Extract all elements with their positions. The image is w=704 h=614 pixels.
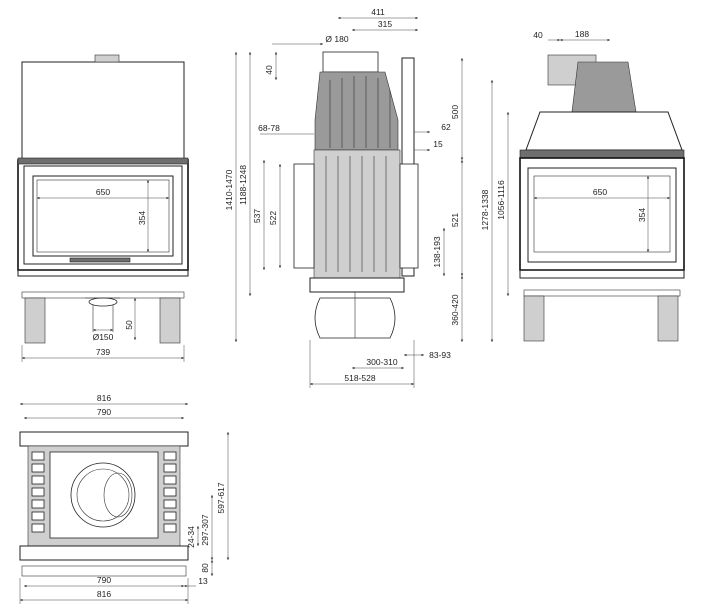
front-leg-right: [159, 297, 181, 344]
rear-glass-height-label: 354: [637, 208, 647, 222]
side-flue-offset-label: 315: [378, 19, 392, 29]
side-base-depth-label: 300-310: [366, 357, 397, 367]
plan-top-width-inner-label: 790: [97, 407, 111, 417]
side-lower-height-label: 521: [450, 213, 460, 227]
side-flue-collar: [322, 51, 379, 73]
side-overall-height-label: 1410-1470: [224, 169, 234, 210]
front-flue-diameter-label: Ø150: [93, 332, 114, 342]
plan-depth-label: 597-617: [216, 482, 226, 513]
plan-bottom-offset-label: 13: [198, 576, 208, 586]
side-hood-height-label: 500: [450, 105, 460, 119]
side-body-height-label: 537: [252, 209, 262, 223]
plan-offset-a-label: 297-307: [200, 514, 210, 545]
plan-frame-depth-label: 80: [200, 563, 210, 573]
side-top-depth-label: 411: [371, 7, 385, 17]
plan-view: 816 790 597-617 297-307 24-34 80 790 13 …: [19, 393, 230, 604]
plan-base-frame: [21, 565, 187, 577]
rear-overall-height-label: 1278-1338: [480, 189, 490, 230]
side-leg-height-label: 360-420: [450, 294, 460, 325]
rear-top-band: [519, 149, 685, 159]
front-glass-width-label: 650: [96, 187, 110, 197]
rear-hood: [525, 111, 683, 151]
front-leg-left: [24, 297, 46, 344]
rear-base-plate: [523, 289, 681, 297]
side-mid-height-label: 1188-1248: [238, 165, 248, 205]
front-glass-inner: [36, 179, 170, 253]
side-collar-height-label: 40: [264, 65, 274, 75]
front-hood: [21, 61, 185, 163]
side-hood-offset-label: 62: [441, 122, 451, 132]
side-overall-depth-label: 518-528: [344, 373, 375, 383]
plan-flue-outer: [70, 462, 136, 528]
rear-leg-left: [523, 295, 545, 342]
plan-bottom-width-inner-label: 790: [97, 575, 111, 585]
side-base-gap-label: 138-193: [432, 236, 442, 267]
side-door-height-label: 522: [268, 211, 278, 225]
front-top-band: [17, 157, 189, 165]
front-leg-offset-label: 50: [124, 320, 134, 330]
side-hood-fins: [329, 76, 391, 148]
rear-plinth: [519, 269, 685, 279]
plan-bottom-width-outer-label: 816: [97, 589, 111, 599]
side-rear-box: [399, 163, 419, 269]
rear-collar-width-label: 188: [575, 29, 589, 39]
front-overall-width-label: 739: [96, 347, 110, 357]
plan-bottom-band: [19, 545, 189, 561]
plan-top-width-outer-label: 816: [97, 393, 111, 403]
plan-side-fins: [31, 451, 177, 533]
side-body-ribs: [325, 156, 387, 272]
rear-leg-right: [657, 295, 679, 342]
plan-flue-inner: [76, 468, 130, 522]
rear-hood-top: [571, 61, 637, 113]
side-base-depth-small-label: 83-93: [429, 350, 451, 360]
front-glass: [32, 175, 174, 257]
side-view: 411 315 Ø 180 40 1410-1470 1188-1248 68-…: [224, 7, 464, 388]
front-door-frame: [23, 165, 183, 265]
rear-glass-width-label: 650: [593, 187, 607, 197]
side-hood-small-label: 15: [433, 139, 443, 149]
rear-body-height-label: 1056-1116: [496, 180, 506, 220]
side-door: [293, 163, 315, 269]
front-view: 650 354 739 Ø150 50: [17, 54, 189, 362]
front-base-plate: [21, 291, 185, 299]
plan-offset-b-label: 24-34: [186, 526, 196, 548]
side-inset-label: 68-78: [258, 123, 280, 133]
front-glass-height-label: 354: [137, 211, 147, 225]
rear-collar-offset-label: 40: [533, 30, 543, 40]
rear-door: [527, 167, 677, 263]
plan-top-band: [19, 431, 189, 447]
front-air-inlet: [88, 297, 118, 307]
front-handle: [69, 257, 131, 263]
front-plinth: [17, 269, 189, 277]
rear-body: [519, 157, 685, 271]
front-flue-collar: [94, 54, 120, 63]
side-collar-diameter-label: Ø 180: [325, 34, 348, 44]
side-body: [313, 149, 401, 279]
rear-glass: [533, 175, 671, 253]
side-base: [309, 277, 405, 293]
side-hood: [314, 71, 399, 151]
plan-flue-collar: [103, 472, 133, 518]
rear-view: 40 188 650 354 1278-1338 1056-1116: [480, 29, 685, 342]
